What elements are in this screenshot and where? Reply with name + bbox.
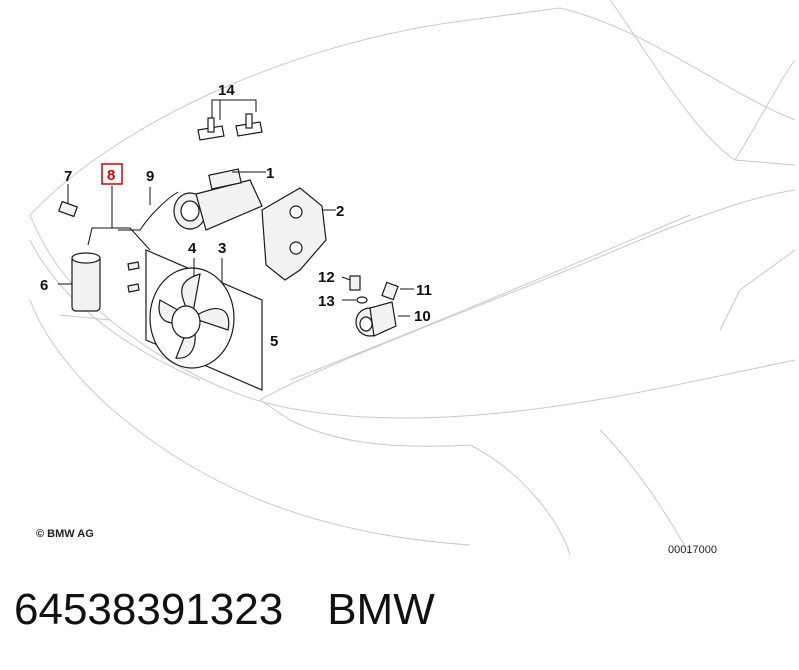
part-number: 64538391323 xyxy=(14,585,284,634)
callout-1: 1 xyxy=(266,165,274,182)
car-outline xyxy=(29,0,796,556)
callout-11: 11 xyxy=(416,282,432,299)
brand-name: BMW xyxy=(327,585,435,634)
callout-7: 7 xyxy=(64,168,72,185)
bracket-14 xyxy=(197,99,263,141)
callouts: 14 1 2 7 8 9 4 3 6 5 12 13 11 10 xyxy=(40,82,432,350)
callout-4: 4 xyxy=(188,240,197,257)
ring-13 xyxy=(342,296,368,304)
callout-12: 12 xyxy=(318,269,335,286)
sensor-12 xyxy=(341,275,361,291)
callout-2: 2 xyxy=(336,203,344,220)
fitting-11 xyxy=(381,281,414,301)
dryer-6 xyxy=(58,252,101,312)
callout-6: 6 xyxy=(40,277,48,294)
callout-8: 8 xyxy=(107,167,115,184)
pipe-8 xyxy=(87,186,151,251)
callout-13: 13 xyxy=(318,293,335,310)
fan-4 xyxy=(149,258,235,369)
switch-10 xyxy=(355,301,410,337)
callout-3: 3 xyxy=(218,240,226,257)
callout-9: 9 xyxy=(146,168,154,185)
valve-7 xyxy=(58,184,78,218)
bracket-2 xyxy=(261,187,336,281)
callout-5: 5 xyxy=(270,333,278,350)
highlight-box xyxy=(101,163,123,185)
part-caption: 64538391323 BMW xyxy=(14,585,784,645)
callout-10: 10 xyxy=(414,308,431,325)
pipe-9 xyxy=(118,187,179,231)
parts-diagram: 14 1 2 7 8 9 4 3 6 5 12 13 11 10 © BMW A… xyxy=(29,0,796,556)
callout-14: 14 xyxy=(218,82,235,99)
drawing-number: 00017000 xyxy=(668,544,717,556)
copyright-text: © BMW AG xyxy=(36,528,94,540)
compressor-1 xyxy=(173,168,266,231)
